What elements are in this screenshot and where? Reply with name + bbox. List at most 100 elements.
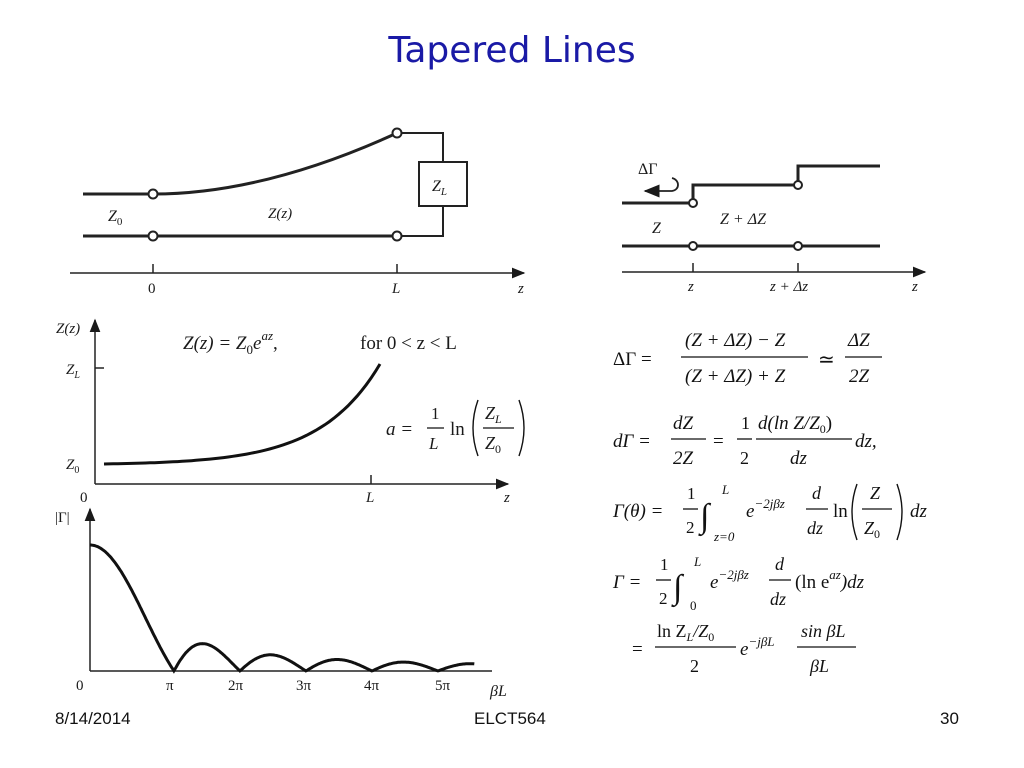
axis-label-z: z	[911, 279, 918, 295]
tick-label-L: L	[391, 281, 400, 297]
gamma-curve	[90, 543, 475, 674]
svg-text:(Z + ΔZ) − Z: (Z + ΔZ) − Z	[685, 330, 786, 351]
equation-gamma-result: = ln ZL/Z0 2 e−jβL sin βL βL	[632, 621, 856, 676]
equation-a: a = 1 L ln ZL Z0	[386, 399, 525, 457]
terminal-dot	[147, 188, 159, 200]
axis-label-z: z	[517, 281, 524, 297]
equation-z-of-z: Z(z) = Z0eaz,	[183, 328, 278, 357]
svg-text:1: 1	[660, 555, 669, 574]
y-axis-label: |Γ|	[55, 510, 70, 526]
svg-text:∫: ∫	[698, 498, 712, 537]
y-tick-zl: ZL	[66, 362, 80, 381]
label-zz: Z(z)	[268, 206, 292, 222]
x-axis-label: βL	[489, 683, 507, 700]
svg-text:2Z: 2Z	[849, 366, 870, 387]
svg-text:L: L	[721, 482, 729, 497]
svg-text:d: d	[812, 483, 822, 503]
terminal-dot	[391, 230, 403, 242]
x-tick-5pi: 5π	[435, 678, 451, 694]
svg-text:dz: dz	[910, 501, 928, 522]
svg-text:2Z: 2Z	[673, 448, 694, 469]
svg-text:dΓ =: dΓ =	[613, 431, 651, 452]
x-tick-L: L	[365, 490, 374, 506]
tick-label-0: 0	[148, 281, 156, 297]
equation-d-gamma: dΓ = dZ 2Z = 1 2 d(ln Z/Z0) dz dz,	[613, 413, 877, 469]
load-wire-bottom	[397, 206, 444, 237]
svg-text:1: 1	[741, 413, 750, 433]
slide-title: Tapered Lines	[388, 30, 636, 71]
svg-text:Z0: Z0	[864, 518, 880, 541]
terminal-dot	[391, 127, 403, 139]
svg-text:0: 0	[690, 598, 697, 613]
load-wire-top	[397, 132, 444, 162]
svg-text:e−jβL: e−jβL	[740, 634, 775, 660]
svg-text:2: 2	[740, 448, 749, 468]
impedance-plot: Z(z) ZL Z0 0 L z Z(z) = Z0eaz, for 0 < z…	[56, 318, 525, 506]
svg-text:ln ZL/Z0: ln ZL/Z0	[657, 621, 714, 644]
svg-text:e−2jβz: e−2jβz	[746, 496, 785, 522]
equation-delta-gamma: ΔΓ = (Z + ΔZ) − Z (Z + ΔZ) + Z ≃ ΔZ 2Z	[613, 330, 882, 387]
svg-text:=: =	[632, 639, 643, 660]
equation-block: ΔΓ = (Z + ΔZ) − Z (Z + ΔZ) + Z ≃ ΔZ 2Z d…	[612, 330, 928, 676]
terminal-dot	[793, 241, 803, 251]
svg-text:(ln eaz)dz: (ln eaz)dz	[795, 567, 865, 593]
svg-text:(Z + ΔZ) + Z: (Z + ΔZ) + Z	[685, 366, 786, 387]
svg-text:dz,: dz,	[855, 431, 877, 452]
x-tick-2pi: 2π	[228, 678, 244, 694]
svg-text:βL: βL	[809, 656, 829, 676]
tick-label-z: z	[687, 279, 694, 295]
svg-text:ln: ln	[833, 501, 848, 522]
label-zl: ZL	[432, 178, 447, 198]
svg-text:ΔΓ =: ΔΓ =	[613, 349, 652, 370]
svg-text:dZ: dZ	[673, 413, 694, 434]
upper-conductor	[83, 131, 398, 196]
svg-text:dz: dz	[770, 589, 786, 609]
label-z-plus-dz: Z + ΔZ	[720, 211, 767, 228]
svg-text:ΔZ: ΔZ	[847, 330, 870, 351]
svg-text:Z0: Z0	[485, 433, 501, 456]
step-upper-conductor	[622, 164, 880, 205]
equation-gamma-theta: Γ(θ) = 1 2 ∫ L z=0 e−2jβz d dz ln Z Z0 d…	[612, 482, 928, 544]
terminal-dot	[793, 180, 803, 190]
equation-range: for 0 < z < L	[360, 333, 457, 354]
label-z0: Z0	[108, 208, 123, 228]
x-tick-0: 0	[80, 490, 88, 506]
load-box	[418, 161, 468, 207]
x-tick-0: 0	[76, 678, 84, 694]
svg-text:2: 2	[686, 518, 695, 537]
svg-text:L: L	[693, 554, 701, 569]
impedance-curve	[103, 363, 382, 466]
svg-text:Γ(θ) =: Γ(θ) =	[612, 501, 663, 522]
reflection-arrow	[643, 177, 679, 198]
tapered-line-figure: Z0 Z(z) ZL 0 L z	[70, 127, 526, 297]
terminal-dot	[147, 230, 159, 242]
svg-text:e−2jβz: e−2jβz	[710, 567, 749, 593]
gamma-plot: |Γ| 0 π 2π 3π 4π 5π βL	[55, 507, 507, 700]
svg-text:z=0: z=0	[713, 529, 735, 544]
svg-text:=: =	[713, 431, 724, 452]
terminal-dot	[688, 241, 698, 251]
terminal-dot	[688, 198, 698, 208]
svg-text:≃: ≃	[818, 349, 835, 371]
svg-text:∫: ∫	[671, 569, 685, 608]
label-z: Z	[652, 220, 662, 237]
x-tick-3pi: 3π	[296, 678, 312, 694]
svg-text:dz: dz	[807, 518, 823, 538]
svg-text:d: d	[775, 554, 785, 574]
tick-label-z-plus-dz: z + Δz	[769, 279, 808, 295]
svg-text:Γ =: Γ =	[612, 572, 641, 593]
footer-page-number: 30	[940, 709, 959, 728]
svg-text:ln: ln	[450, 419, 465, 440]
svg-text:2: 2	[659, 589, 668, 608]
x-tick-pi: π	[166, 678, 174, 694]
svg-text:ZL: ZL	[485, 403, 502, 426]
step-figure: ΔΓ Z Z + ΔZ z z + Δz z	[622, 161, 927, 295]
label-delta-gamma: ΔΓ	[638, 161, 658, 178]
footer-course: ELCT564	[474, 709, 546, 728]
svg-text:Z: Z	[870, 483, 881, 503]
svg-text:sin βL: sin βL	[801, 621, 845, 641]
x-axis-label: z	[503, 490, 510, 506]
svg-text:d(ln Z/Z0): d(ln Z/Z0)	[758, 413, 832, 436]
svg-text:dz: dz	[790, 448, 808, 469]
